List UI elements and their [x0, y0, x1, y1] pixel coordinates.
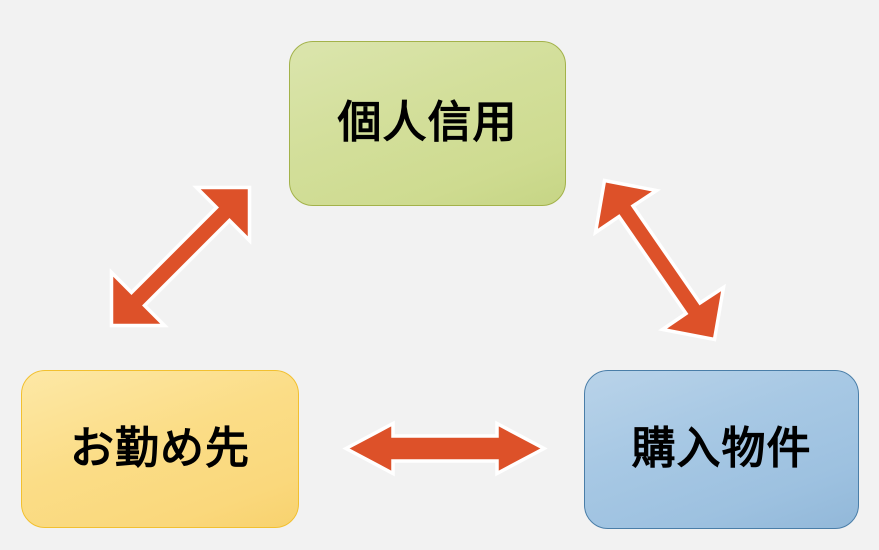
node-workplace[interactable]: お勤め先	[21, 370, 299, 528]
node-property[interactable]: 購入物件	[584, 370, 859, 529]
connector-workplace-property-arrow[interactable]	[342, 420, 548, 477]
connector-credit-property-arrow[interactable]	[593, 178, 726, 342]
node-credit-label: 個人信用	[337, 97, 518, 149]
connector-workplace-credit-arrow[interactable]	[109, 185, 252, 328]
node-workplace-label: お勤め先	[70, 422, 250, 474]
node-property-label: 購入物件	[631, 423, 812, 475]
node-credit[interactable]: 個人信用	[289, 41, 566, 206]
